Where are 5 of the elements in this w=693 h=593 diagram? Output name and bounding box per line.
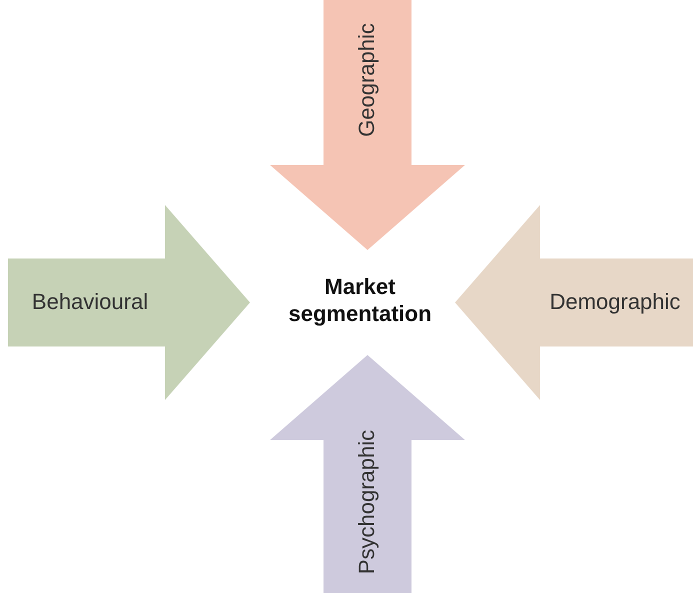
arrow-label: Behavioural — [32, 289, 148, 315]
center-title: Market segmentation — [280, 265, 440, 335]
arrow-label: Demographic — [550, 289, 680, 315]
arrow-label: Geographic — [354, 23, 380, 137]
arrow-label: Psychographic — [354, 430, 380, 574]
